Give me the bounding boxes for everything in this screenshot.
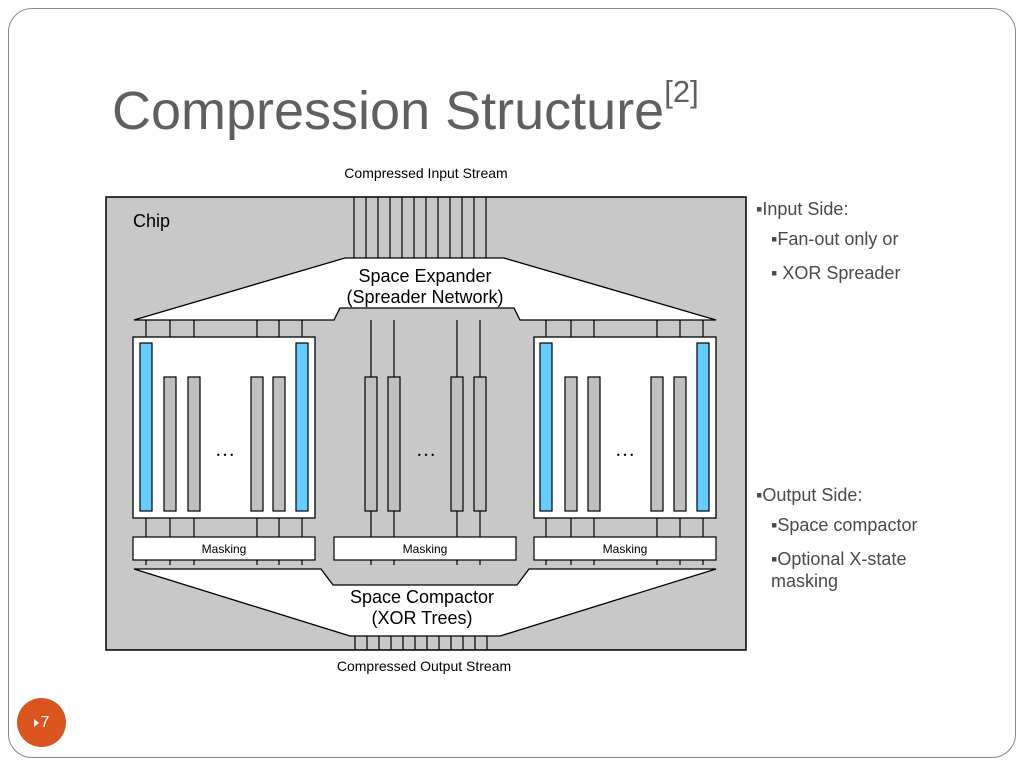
core-block-right	[533, 336, 717, 519]
chip-label: Chip	[133, 211, 170, 231]
space-expander	[133, 257, 717, 321]
scan-chain	[139, 342, 153, 512]
scan-chain	[272, 376, 286, 512]
compactor-label-line2: (XOR Trees)	[371, 608, 472, 628]
note-xor-spreader: ▪ XOR Spreader	[771, 263, 901, 283]
masking-box-middle	[333, 536, 517, 561]
ellipsis-middle: …	[416, 439, 436, 461]
expander-label-line2: (Spreader Network)	[346, 287, 503, 307]
input-stream-wires	[353, 197, 487, 260]
note-space-compactor: ▪Space compactor	[771, 515, 918, 535]
scan-chain	[564, 376, 578, 512]
note-fan-out: ▪Fan-out only or	[771, 229, 899, 249]
slide-title-text: Compression Structure	[112, 81, 665, 141]
scan-chain	[187, 376, 201, 512]
scan-chain	[473, 376, 487, 512]
scan-chain	[250, 376, 264, 512]
scan-chain	[539, 342, 553, 512]
note-input-side: ▪Input Side:	[756, 199, 849, 219]
masking-label: Masking	[202, 542, 247, 556]
scan-chain	[673, 376, 687, 512]
masking-label: Masking	[403, 542, 448, 556]
scan-chain	[295, 342, 309, 512]
input-stream-label: Compressed Input Stream	[344, 165, 507, 181]
masking-label: Masking	[603, 542, 648, 556]
space-compactor	[133, 568, 717, 637]
core-block-left	[132, 336, 316, 519]
compactor-label-line1: Space Compactor	[350, 587, 494, 607]
expander-label-line1: Space Expander	[358, 266, 491, 286]
scan-chain	[364, 376, 378, 512]
note-x-state-line2: masking	[771, 571, 839, 591]
title-citation: [2]	[664, 74, 699, 109]
slide-title: Compression Structure[2]	[112, 74, 699, 142]
scan-chain	[387, 376, 401, 512]
masking-box-left	[132, 536, 316, 561]
note-output-side: ▪Output Side:	[756, 485, 863, 505]
scan-chain	[163, 376, 177, 512]
scan-chain	[650, 376, 664, 512]
slide-frame	[8, 8, 1016, 758]
output-stream-wires	[354, 636, 488, 650]
output-stream-label: Compressed Output Stream	[337, 658, 511, 674]
scan-chain	[587, 376, 601, 512]
ellipsis-right: …	[615, 439, 635, 461]
masking-box-right	[533, 536, 717, 561]
page-number: 7	[40, 713, 50, 731]
play-icon	[33, 718, 39, 727]
scan-chain	[696, 342, 710, 512]
note-x-state-line1: ▪Optional X-state	[771, 549, 907, 569]
scan-chain	[450, 376, 464, 512]
page-number-badge: 7	[17, 698, 66, 747]
ellipsis-left: …	[215, 439, 235, 461]
